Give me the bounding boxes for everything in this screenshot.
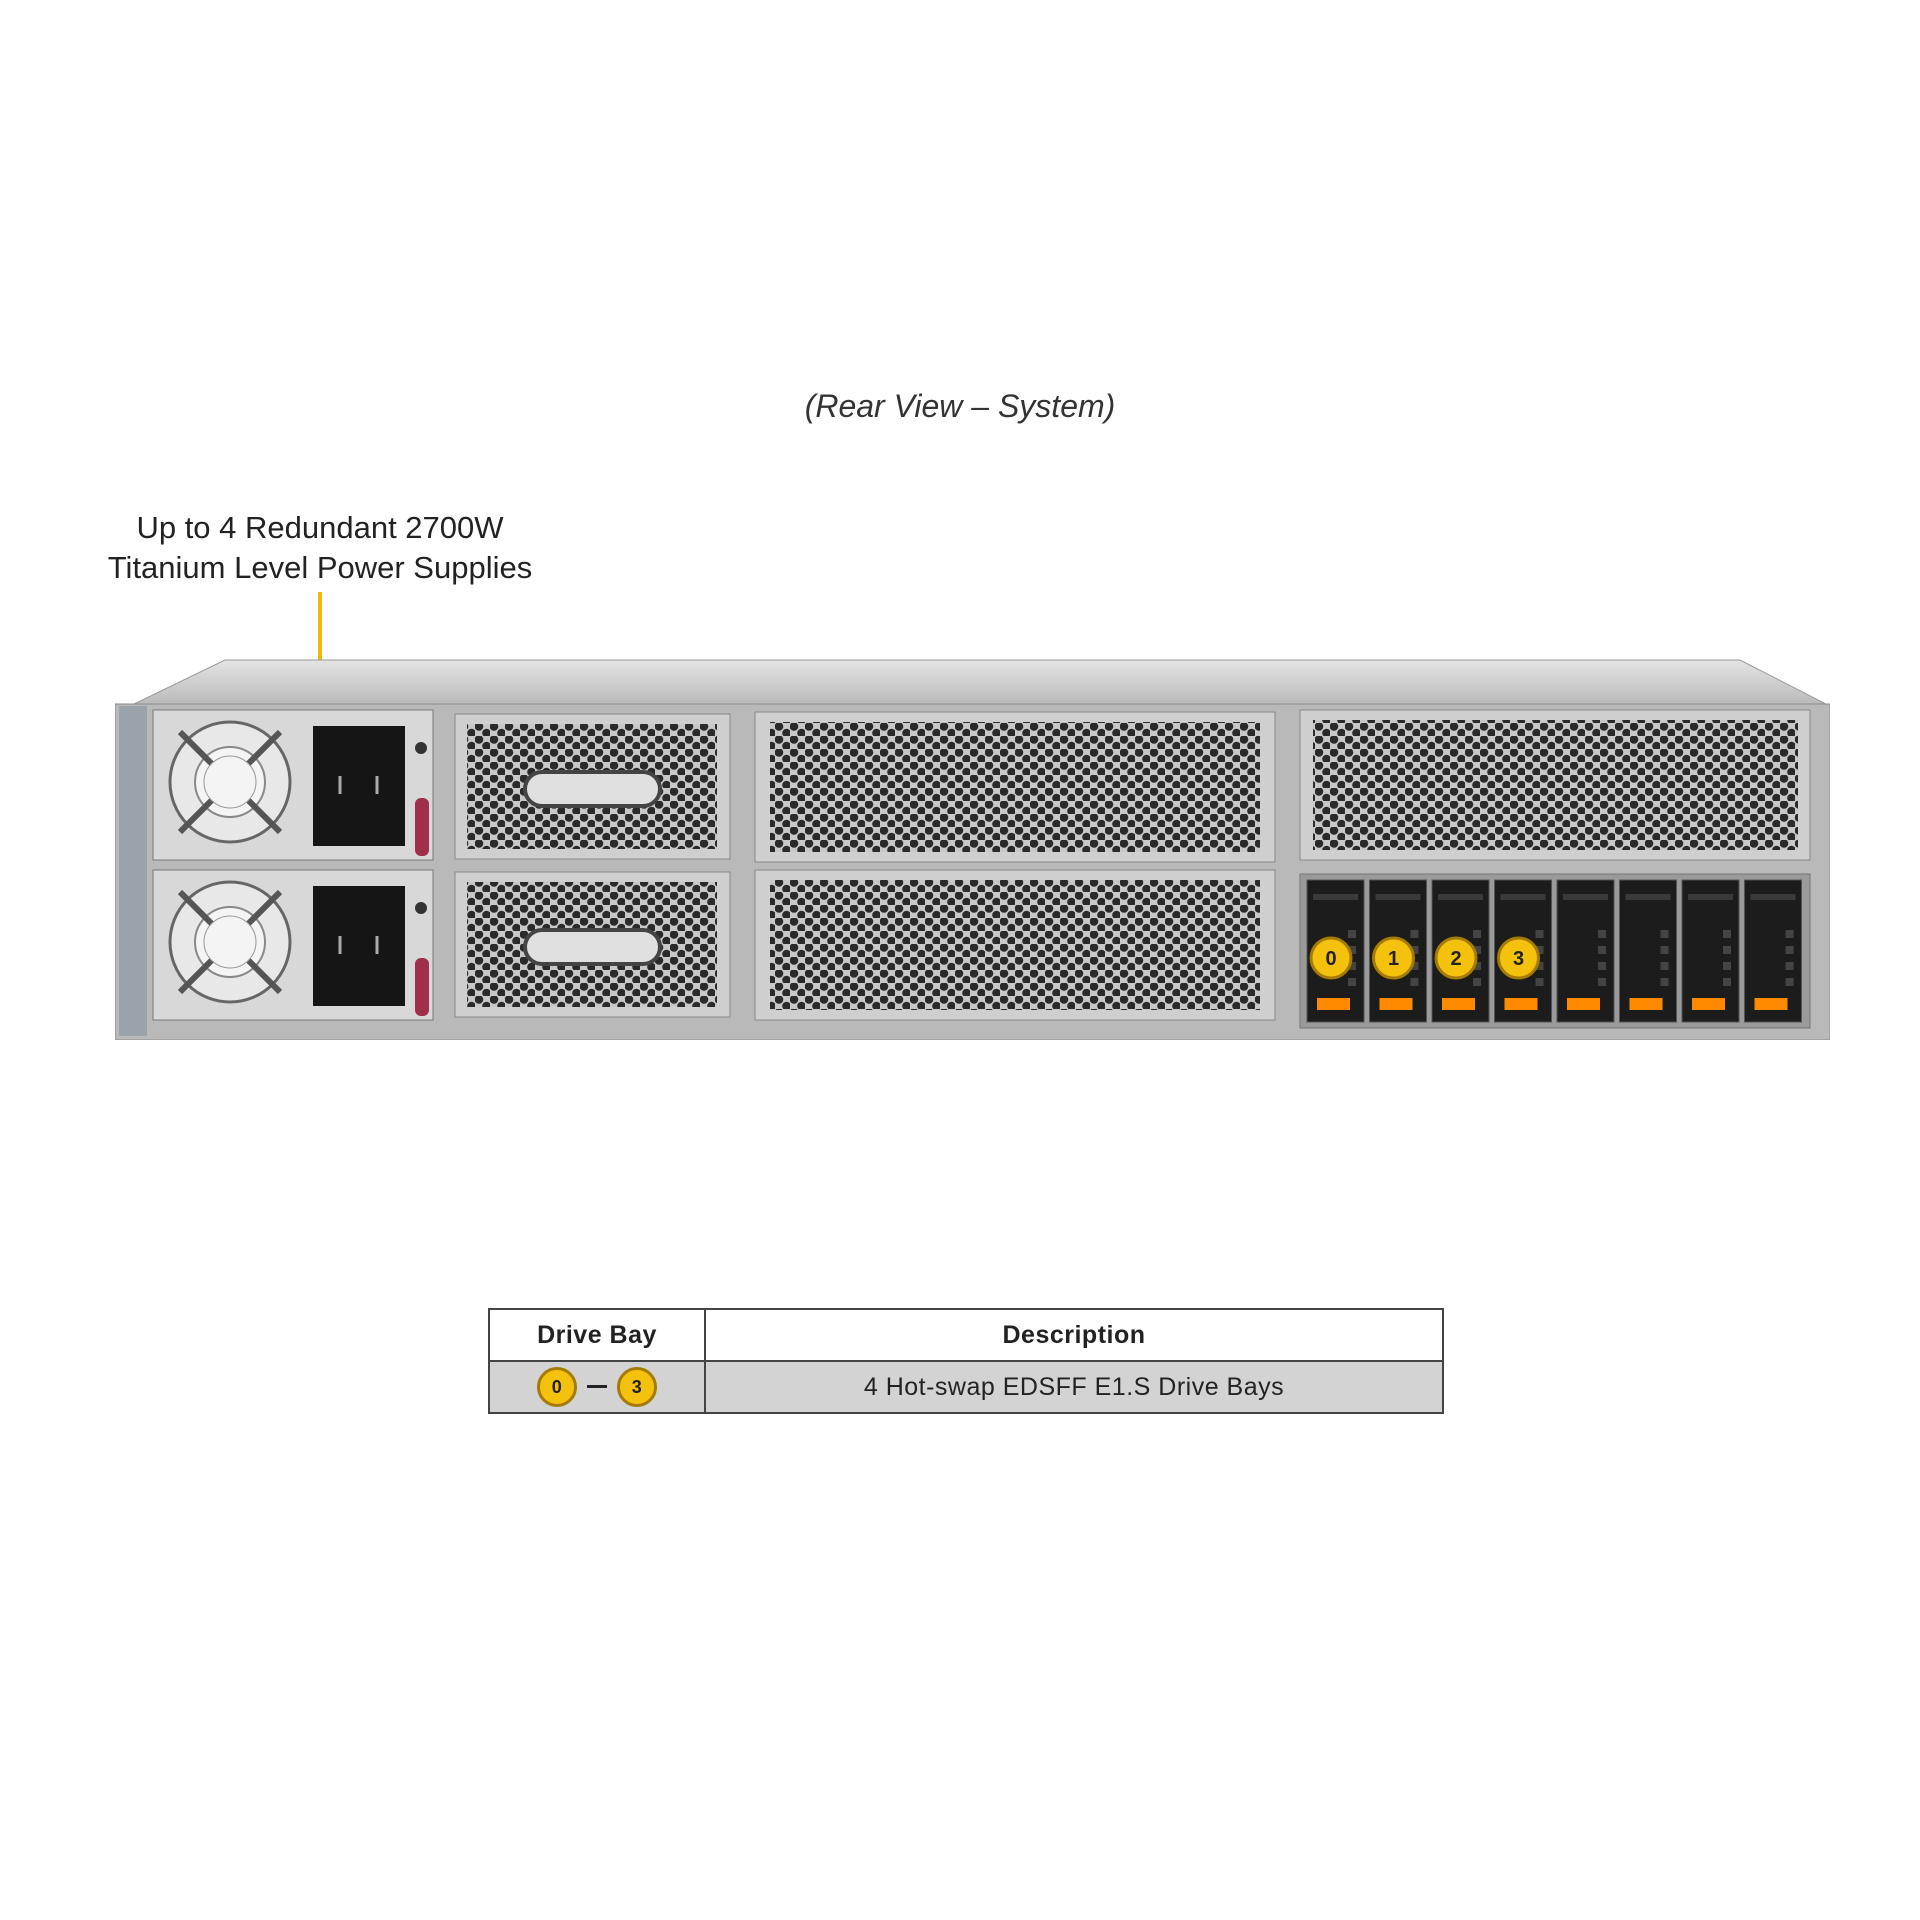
- vent-module-4: [754, 869, 1276, 1021]
- vent-module-2: [454, 871, 731, 1018]
- drive-badge-label: 1: [1388, 948, 1399, 970]
- range-dash: [587, 1384, 607, 1388]
- drive-bay-7[interactable]: [1744, 879, 1802, 1023]
- drive-badge-circle: [1372, 936, 1415, 980]
- drive-badge-label: 2: [1450, 948, 1461, 970]
- drive-badge-circle: [1497, 936, 1540, 980]
- drive-bay-cage: 0 1 2 3: [1299, 873, 1811, 1029]
- psu-2: [152, 869, 434, 1021]
- vent-module-3: [754, 711, 1276, 863]
- psu-1: [152, 709, 434, 861]
- drive-badge-circle: [1309, 936, 1353, 980]
- drive-badge-label: 0: [1325, 948, 1336, 970]
- chassis-illustration: 0 1 2 3: [115, 659, 1830, 1040]
- chassis-top: [129, 659, 1830, 707]
- table-header-row: Drive Bay Description: [488, 1308, 1444, 1362]
- view-caption: (Rear View – System): [804, 388, 1116, 424]
- header-description: Description: [704, 1308, 1444, 1362]
- psu-callout-line2: Titanium Level Power Supplies: [107, 550, 533, 585]
- drive-badge-circle: [1434, 936, 1478, 980]
- range-end-badge: 3: [617, 1367, 657, 1407]
- drive-badge-label: 3: [1513, 948, 1524, 970]
- header-drive-bay: Drive Bay: [488, 1308, 706, 1362]
- vent-module-1: [454, 713, 731, 860]
- chassis-left-rail: [119, 706, 147, 1036]
- vent-module-5: [1299, 709, 1811, 861]
- range-start-badge: 0: [537, 1367, 577, 1407]
- drive-bay-4[interactable]: [1556, 879, 1615, 1023]
- server-chassis-rear: 0 1 2 3: [115, 658, 1830, 1040]
- drive-bay-description: 4 Hot-swap EDSFF E1.S Drive Bays: [704, 1360, 1444, 1414]
- drive-bay-6[interactable]: [1681, 879, 1740, 1023]
- drive-bay-5[interactable]: [1619, 879, 1677, 1023]
- psu-callout-label: Up to 4 Redundant 2700W Titanium Level P…: [70, 508, 570, 588]
- psu-callout-line1: Up to 4 Redundant 2700W: [136, 510, 504, 545]
